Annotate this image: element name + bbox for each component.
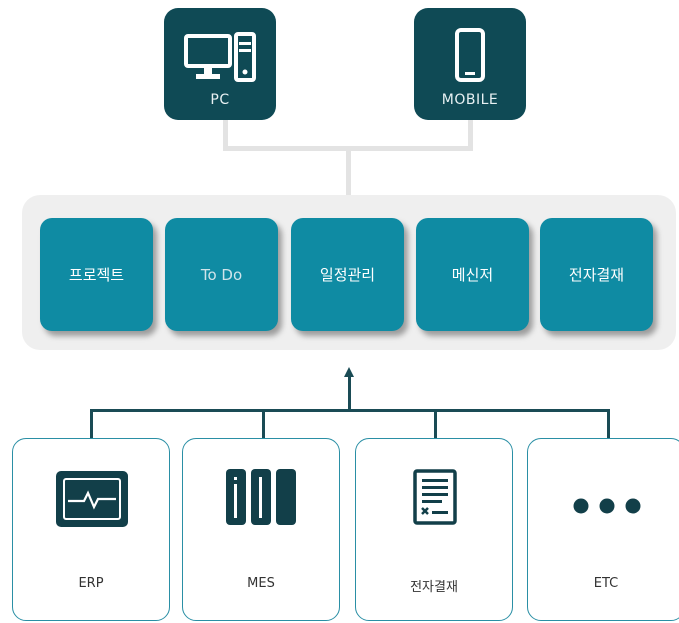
arrow-up-icon xyxy=(344,367,354,377)
source-approval: 전자결재 xyxy=(355,438,513,621)
source-erp: ERP xyxy=(12,438,170,621)
device-mobile: MOBILE xyxy=(414,8,526,120)
module-schedule[interactable]: 일정관리 xyxy=(291,218,404,331)
connector-approval xyxy=(434,409,437,439)
source-erp-label: ERP xyxy=(78,576,104,591)
monitor-pulse-icon xyxy=(56,471,128,527)
mobile-phone-icon xyxy=(455,28,485,82)
binder-files-icon xyxy=(226,469,296,525)
source-etc-label: ETC xyxy=(593,576,619,591)
connector-etc xyxy=(607,409,610,439)
device-pc: PC xyxy=(164,8,276,120)
module-todo[interactable]: To Do xyxy=(165,218,278,331)
source-mes: MES xyxy=(182,438,340,621)
approval-document-icon xyxy=(413,469,457,525)
module-project[interactable]: 프로젝트 xyxy=(40,218,153,331)
connector-bus xyxy=(90,409,610,412)
source-approval-label: 전자결재 xyxy=(410,580,458,595)
connector-mobile-down xyxy=(468,120,473,150)
connector-to-platform xyxy=(346,146,351,196)
connector-pc-down xyxy=(223,120,228,150)
connector-mes xyxy=(262,409,265,439)
module-approval[interactable]: 전자결재 xyxy=(540,218,653,331)
device-pc-label: PC xyxy=(210,92,230,108)
device-mobile-label: MOBILE xyxy=(441,92,499,108)
connector-arrow-stem xyxy=(348,374,351,411)
desktop-computer-icon xyxy=(184,32,256,82)
more-dots-icon xyxy=(573,498,641,514)
module-messenger[interactable]: 메신저 xyxy=(416,218,529,331)
source-etc: ETC xyxy=(527,438,679,621)
source-mes-label: MES xyxy=(247,576,275,591)
connector-erp xyxy=(90,409,93,439)
